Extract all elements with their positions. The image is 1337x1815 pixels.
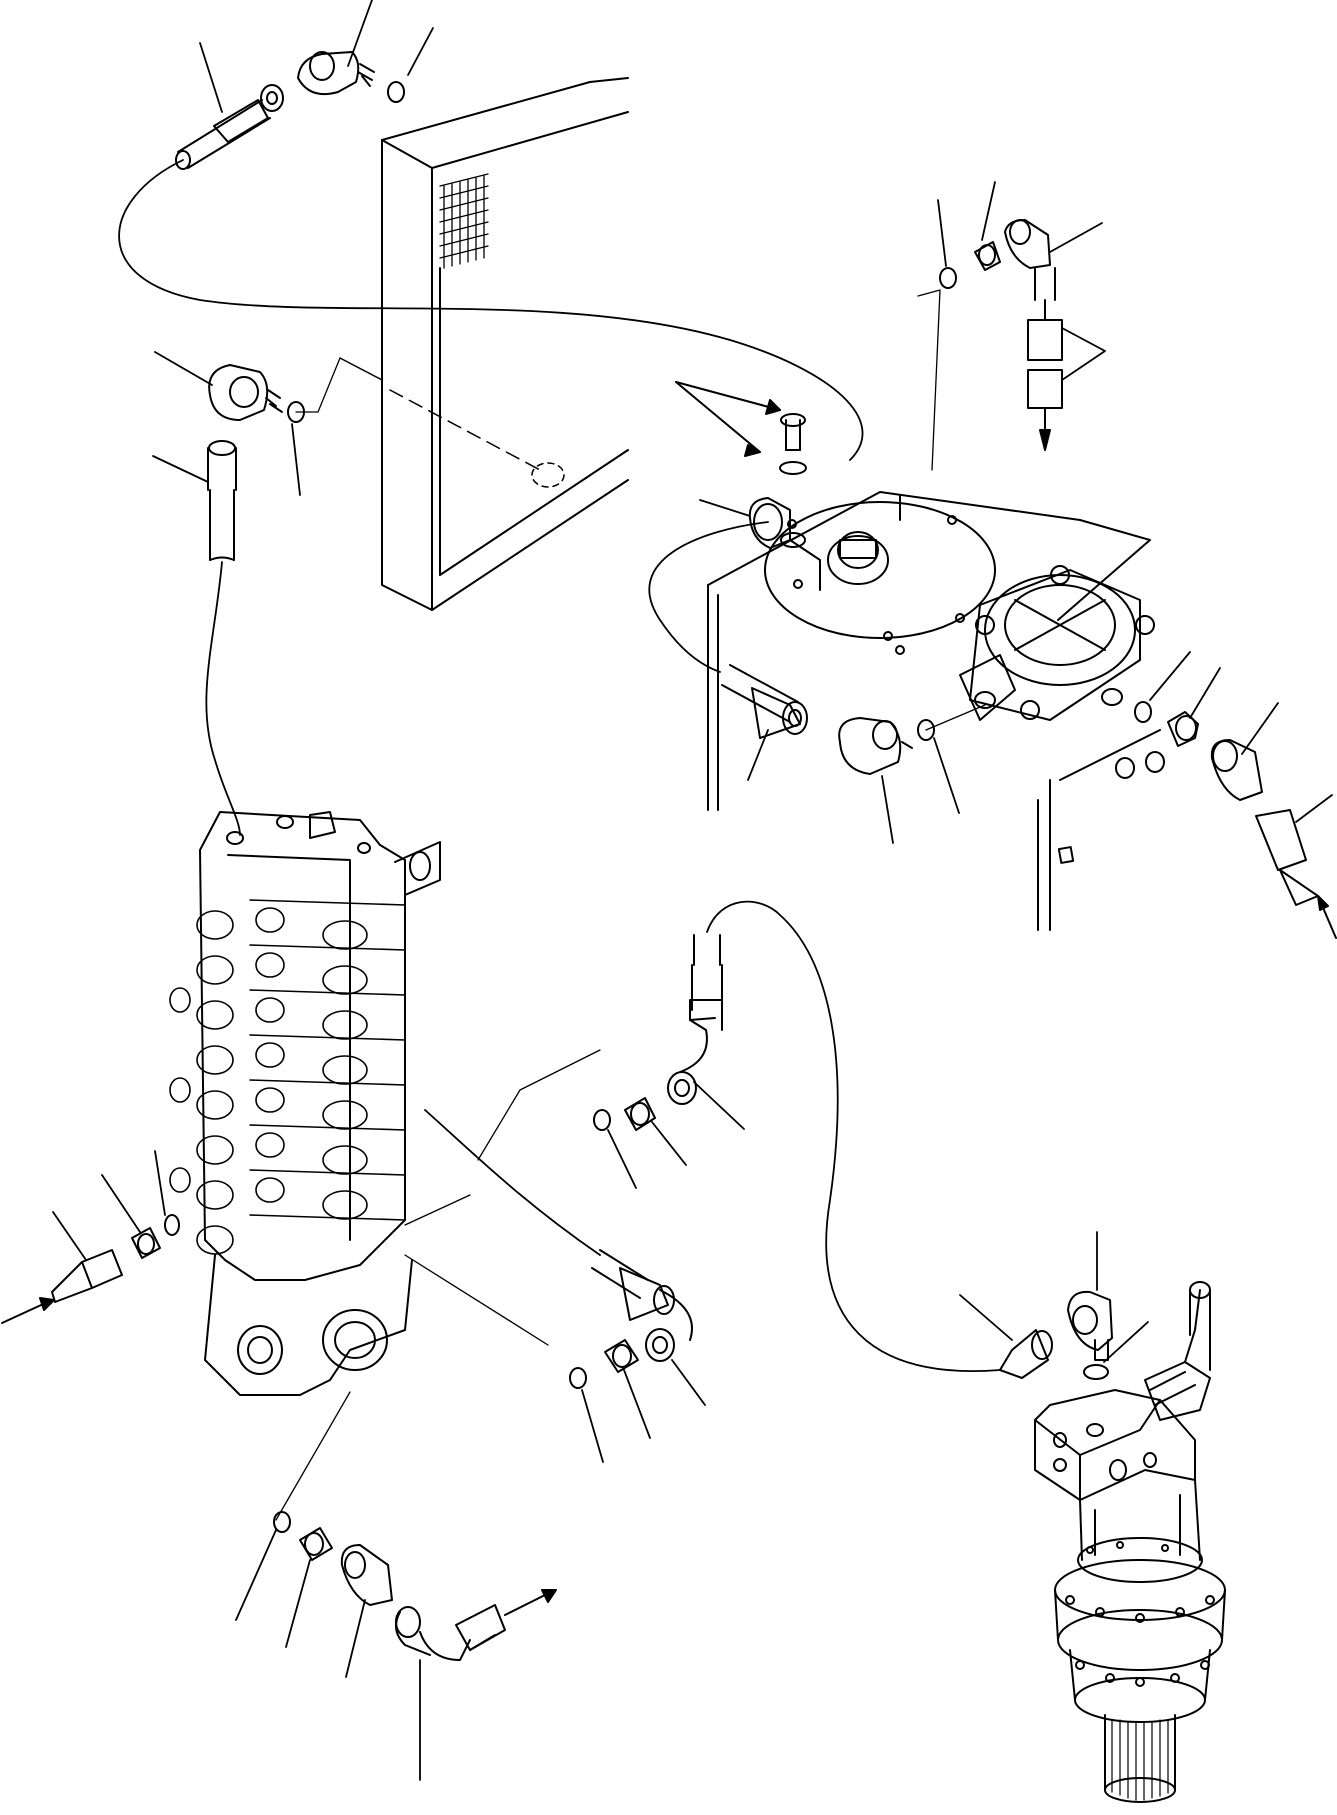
elbow-45-valve-bottom xyxy=(342,1545,392,1605)
callout-leader-5 xyxy=(153,456,208,482)
oil-cooler xyxy=(340,78,628,610)
adapter-valve-right xyxy=(605,1340,638,1372)
valve-right-hose-assembly xyxy=(425,1110,692,1388)
tank-strainer-cover xyxy=(960,566,1154,720)
o-ring-tank-left xyxy=(918,720,934,740)
swing-motor-fittings xyxy=(1000,1292,1112,1379)
callout-leader-15 xyxy=(1150,652,1190,700)
callout-leader-26 xyxy=(624,1370,650,1438)
callout-leader-2 xyxy=(348,0,372,66)
hose-end-fitting-top-left xyxy=(176,85,283,169)
clamp-pointer-arrow xyxy=(676,382,780,410)
callout-leader-31 xyxy=(236,1530,276,1620)
clamp-pointer-arrow-2 xyxy=(676,382,760,452)
elbow-fitting-tank-left xyxy=(839,718,912,774)
callout-leader-33 xyxy=(346,1600,365,1677)
cooler-core-grid xyxy=(440,174,488,268)
callout-leader-28 xyxy=(960,1295,1012,1340)
adapter-tank-right xyxy=(1168,712,1198,746)
o-ring-valve-bottom xyxy=(274,1512,290,1532)
hydraulic-tank xyxy=(708,492,1164,930)
valve-inlet-fittings xyxy=(2,1215,179,1323)
callout-leader-25 xyxy=(672,1360,705,1405)
elbow-fitting-left xyxy=(209,365,282,420)
pipe-clamp-with-bolt-and-washer xyxy=(750,414,820,590)
o-ring-valve-left xyxy=(165,1215,179,1235)
callout-leader-24 xyxy=(53,1212,86,1260)
cooler-inlet-hose xyxy=(119,160,862,460)
hose-fitting-valve-left xyxy=(52,1250,122,1302)
valve-spool-sections xyxy=(170,900,405,1254)
main-control-valve xyxy=(170,812,548,1520)
callout-leader-21 xyxy=(608,1130,636,1188)
tank-cover-plate xyxy=(765,502,995,654)
callout-leader-8 xyxy=(982,182,995,240)
elbow-fitting-top-left xyxy=(298,52,374,94)
hose-fitting-left-vertical xyxy=(208,441,236,560)
elbow-45-tank-right xyxy=(1212,740,1262,800)
callout-leader-16 xyxy=(1190,668,1220,718)
elbow-upper-right xyxy=(668,1018,715,1104)
callout-leader-11 xyxy=(700,500,750,516)
elbow-swing xyxy=(1068,1292,1112,1360)
callout-leader-7 xyxy=(938,200,946,266)
o-ring-drain xyxy=(940,268,956,288)
callout-leader-12 xyxy=(748,730,768,780)
callout-leaders xyxy=(53,0,1332,1780)
callout-leader-22 xyxy=(102,1175,140,1232)
o-ring-top-left xyxy=(388,82,404,102)
tank-right-fittings xyxy=(1135,702,1336,938)
drain-hose-assembly xyxy=(918,220,1062,470)
adapter-upper-right xyxy=(625,1098,655,1130)
callout-leader-14 xyxy=(934,738,959,813)
elbow-drain xyxy=(1005,220,1050,268)
adapter-valve-left xyxy=(132,1228,160,1258)
cooler-bottom-hose-assembly xyxy=(206,358,340,835)
adapter-drain xyxy=(975,242,1000,270)
tank-return-hose-assembly xyxy=(649,522,985,774)
callout-leader-27 xyxy=(582,1390,603,1462)
callout-leader-9 xyxy=(1050,223,1102,252)
cooler-top-hose-assembly xyxy=(119,52,862,460)
valve-outlet-fittings xyxy=(274,1512,556,1660)
callout-leader-3 xyxy=(408,28,433,75)
cooler-to-valve-hose xyxy=(206,562,240,835)
callout-leader-23 xyxy=(155,1151,165,1215)
swing-motor xyxy=(1035,1282,1225,1802)
callout-leader-18 xyxy=(1296,795,1332,822)
callout-leader-1 xyxy=(200,43,222,112)
upper-swing-hose-assembly xyxy=(478,902,1000,1371)
flow-arrows xyxy=(676,382,780,456)
hose-fitting-tank-right xyxy=(1256,810,1318,905)
hose-fitting-swing xyxy=(1000,1330,1052,1378)
o-ring-valve-right xyxy=(570,1368,586,1388)
adapter-valve-bottom xyxy=(300,1528,332,1560)
callout-leader-30 xyxy=(1104,1322,1148,1362)
callout-leader-10 xyxy=(1062,328,1105,380)
callout-leader-20 xyxy=(652,1122,686,1165)
swing-motor-bolts xyxy=(1066,1542,1214,1686)
callout-leader-4 xyxy=(155,352,212,385)
o-ring-swing xyxy=(1084,1365,1108,1379)
callout-leader-13 xyxy=(882,776,893,843)
callout-leader-17 xyxy=(1242,703,1278,754)
callout-leader-19 xyxy=(694,1082,744,1129)
callout-leader-32 xyxy=(286,1560,310,1647)
o-ring-tank-right xyxy=(1135,702,1151,722)
elbow-valve-right xyxy=(646,1329,674,1361)
o-ring-upper-right xyxy=(594,1110,610,1130)
callout-leader-6 xyxy=(292,424,300,495)
